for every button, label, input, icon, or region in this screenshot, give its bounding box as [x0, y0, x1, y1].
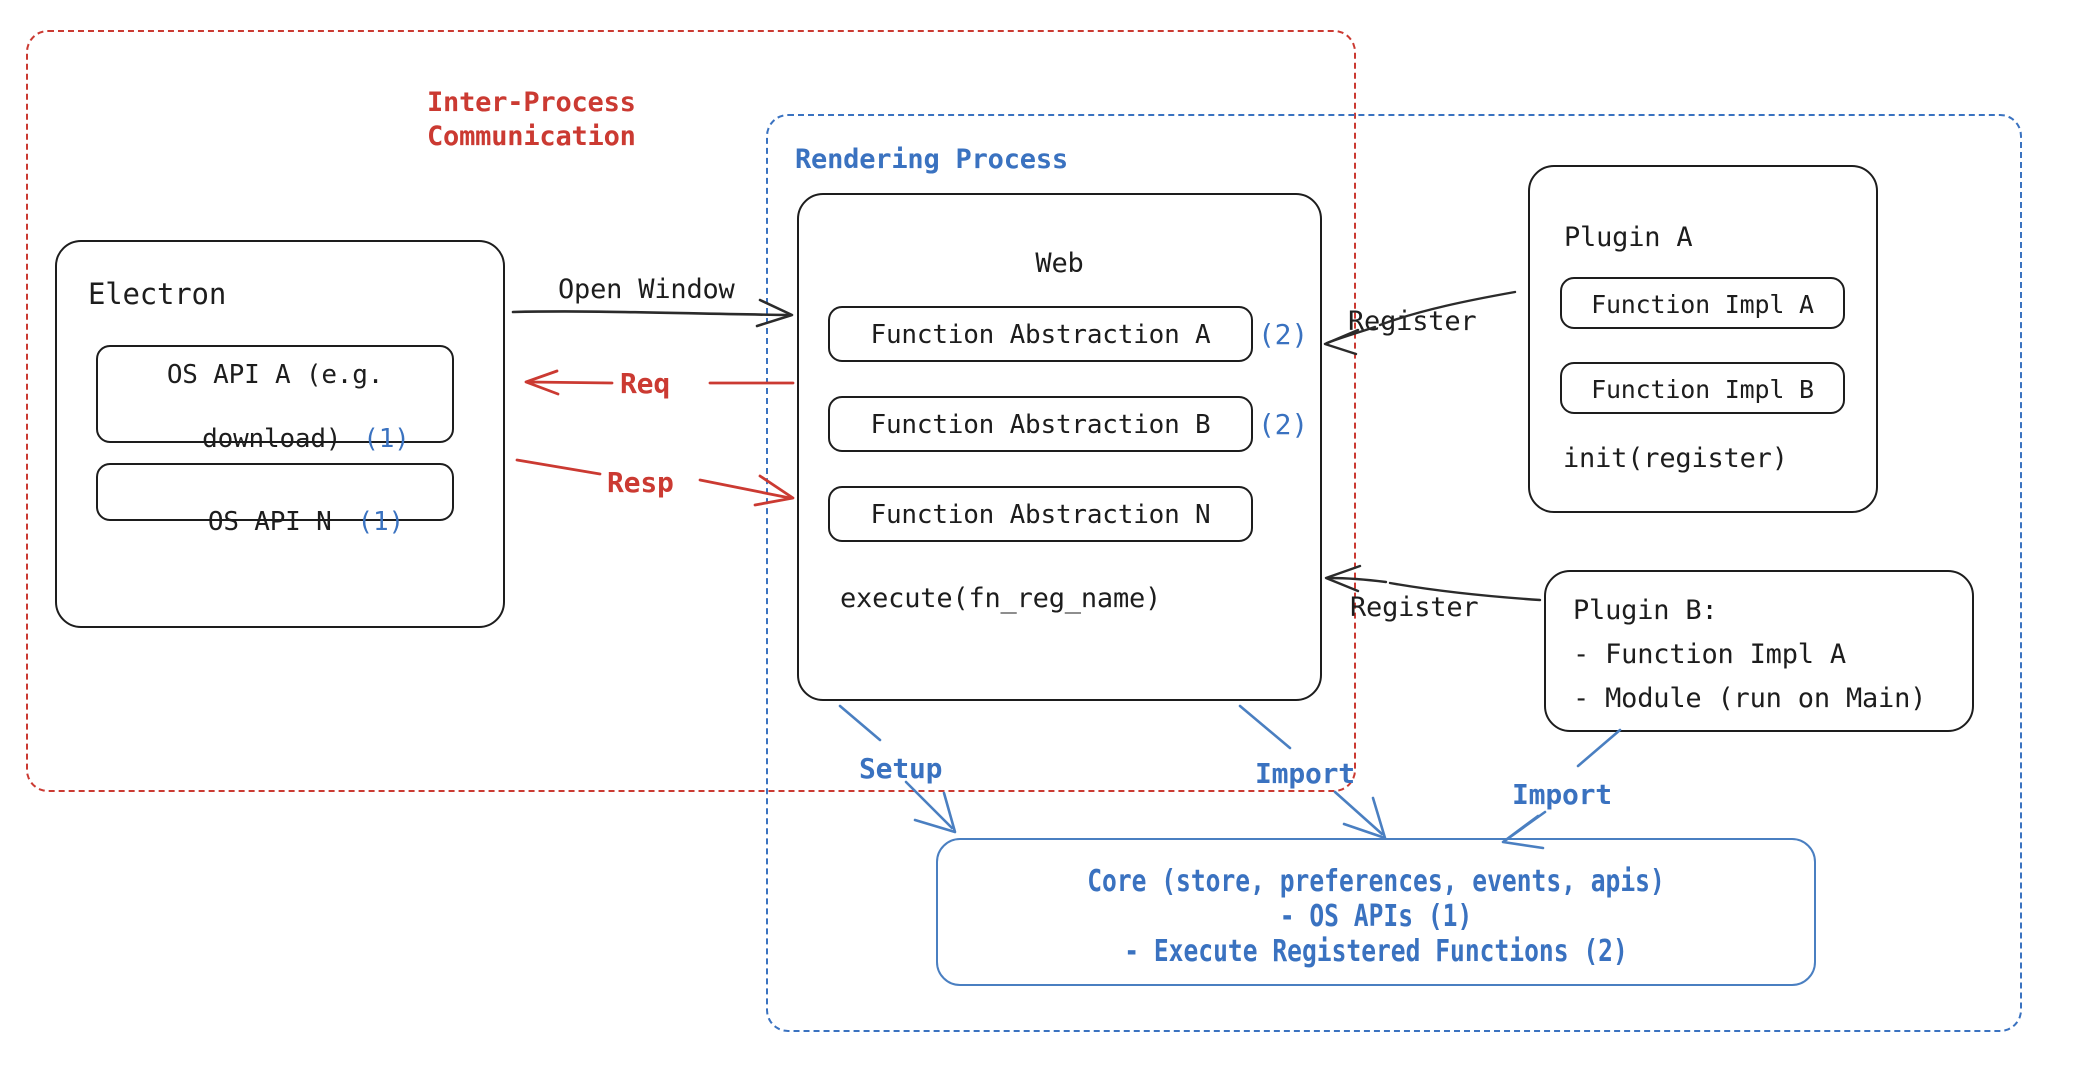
edge-label-req: Req [620, 367, 670, 400]
region-rendering-process-label: Rendering Process [795, 144, 1068, 175]
plugin-a-function-impl-b-box[interactable] [1560, 362, 1845, 414]
region-ipc-label-line1: Inter-Process [427, 87, 636, 118]
electron-title: Electron [88, 277, 227, 311]
function-abstraction-a-label: Function Abstraction A [870, 320, 1211, 350]
function-abstraction-b-marker: (2) [1258, 408, 1308, 441]
plugin-b-box[interactable] [1544, 570, 1974, 732]
function-abstraction-a-box[interactable] [828, 306, 1253, 362]
plugin-a-init-footer: init(register) [1563, 443, 1788, 474]
plugin-a-function-impl-b-label: Function Impl B [1591, 375, 1814, 404]
core-box[interactable] [936, 838, 1816, 986]
plugin-a-title: Plugin A [1564, 222, 1693, 253]
region-ipc-label-line2: Communication [427, 121, 636, 152]
plugin-b-item-1: - Module (run on Main) [1573, 683, 1927, 714]
core-line-3: - Execute Registered Functions (2) [1124, 934, 1628, 969]
os-api-n-label: OS API N (1) [96, 477, 454, 567]
os-api-a-marker: (1) [363, 424, 410, 454]
function-abstraction-b-box[interactable] [828, 396, 1253, 452]
region-rendering-process [766, 114, 2022, 1032]
web-execute-footer: execute(fn_reg_name) [840, 583, 1162, 614]
plugin-a-box[interactable] [1528, 165, 1878, 513]
os-api-a-label-line2-text: download) [202, 424, 342, 454]
os-api-a-label-line2: download) (1) [96, 394, 454, 484]
os-api-n-label-text: OS API N [207, 507, 332, 537]
region-inter-process-communication [26, 30, 1356, 792]
edge-label-setup: Setup [859, 752, 943, 785]
plugin-b-item-0: - Function Impl A [1573, 639, 1846, 670]
os-api-n-box[interactable] [96, 463, 454, 521]
function-abstraction-n-label: Function Abstraction N [870, 500, 1211, 530]
edge-label-register-a: Register [1348, 306, 1477, 337]
function-abstraction-n-box[interactable] [828, 486, 1253, 542]
edge-label-import-plugin-b: Import [1512, 778, 1612, 811]
os-api-n-marker: (1) [357, 507, 405, 537]
os-api-a-box[interactable] [96, 345, 454, 443]
edge-label-open-window: Open Window [558, 274, 735, 305]
os-api-a-label-line1: OS API A (e.g. [166, 360, 384, 390]
web-title: Web [1035, 248, 1084, 279]
plugin-a-function-impl-a-box[interactable] [1560, 277, 1845, 329]
core-line-1: Core (store, preferences, events, apis) [1087, 864, 1665, 899]
plugin-a-function-impl-a-label: Function Impl A [1591, 290, 1814, 319]
function-abstraction-b-label: Function Abstraction B [870, 410, 1211, 440]
edge-label-resp: Resp [607, 466, 674, 499]
function-abstraction-a-marker: (2) [1258, 318, 1308, 351]
core-line-2: - OS APIs (1) [1279, 899, 1473, 934]
edge-label-import-web: Import [1255, 757, 1355, 790]
edge-label-register-b: Register [1350, 592, 1479, 623]
plugin-b-title: Plugin B: [1573, 595, 1718, 626]
